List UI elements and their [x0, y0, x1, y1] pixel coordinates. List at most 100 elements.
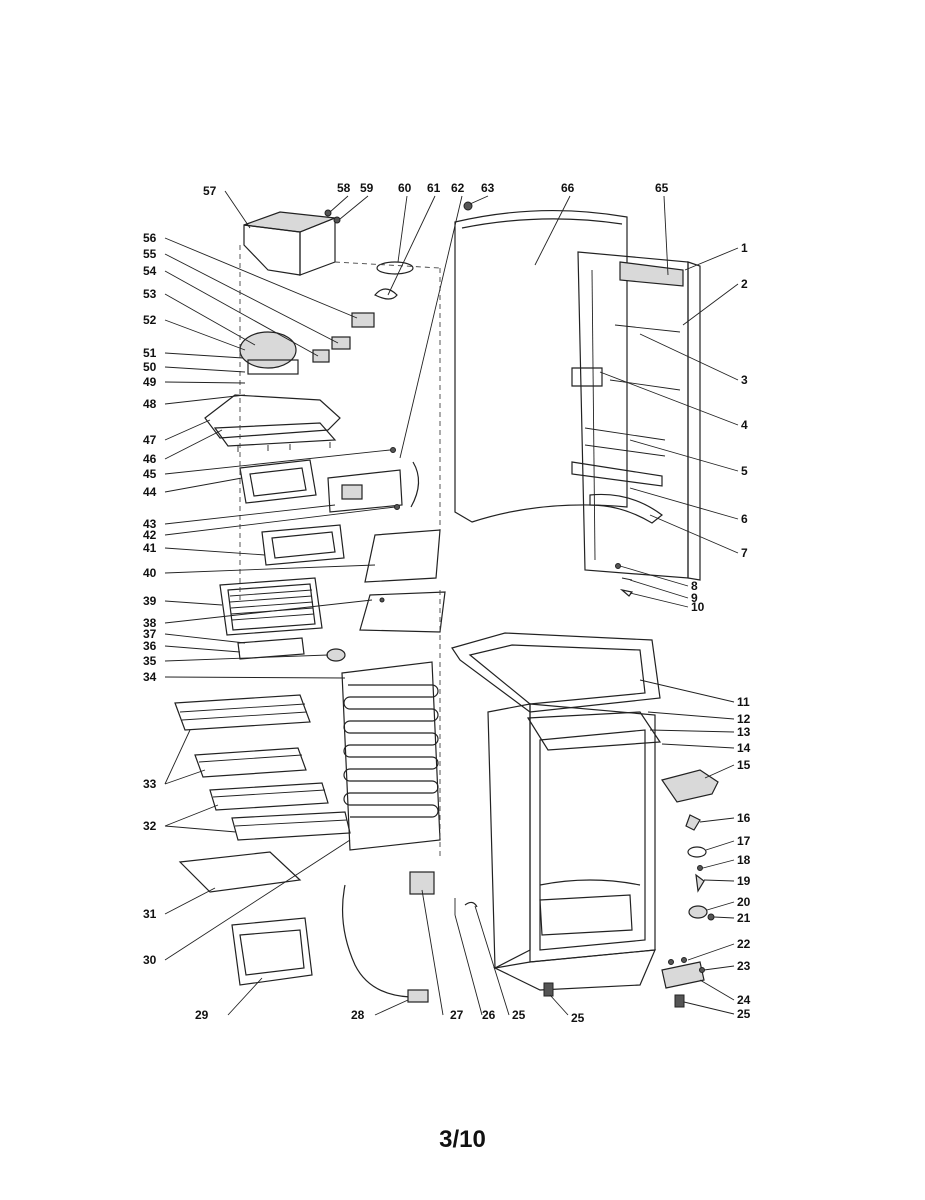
- part-crisper-cover: [178, 851, 302, 893]
- part-thermostat-box: [327, 447, 403, 513]
- callout-8: 8: [691, 579, 698, 593]
- part-compressor: [239, 331, 299, 375]
- callout-3: 3: [741, 373, 748, 387]
- callout-35: 34: [143, 670, 157, 684]
- callout-5: 5: [741, 464, 748, 478]
- callout-52: 51: [143, 346, 157, 360]
- callout-53: 52: [143, 313, 157, 327]
- part-small-clips: [454, 898, 478, 915]
- callout-29: 28: [351, 1008, 365, 1022]
- callout-19: 19: [737, 874, 751, 888]
- callout-54: 53: [143, 287, 157, 301]
- part-cabinet: [454, 209, 628, 523]
- callout-4: 4: [741, 418, 748, 432]
- callout-50: 49: [143, 375, 157, 389]
- page-number: 3/10: [439, 1126, 486, 1153]
- callout-24: 24: [737, 993, 751, 1007]
- part-top-cover: [243, 211, 336, 276]
- callout-63: 62: [451, 181, 465, 195]
- callout-62: 61: [427, 181, 441, 195]
- callout-21: 21: [737, 911, 751, 925]
- exploded-dashed-guides: [239, 245, 441, 860]
- callout-2: 2: [741, 277, 748, 291]
- callout-36: 35: [143, 654, 157, 668]
- part-crisper-drawer: [231, 917, 313, 986]
- part-lamp-cover: [261, 524, 345, 566]
- callout-37: 36: [143, 639, 157, 653]
- callout-33: 32: [143, 819, 157, 833]
- part-top-panel: [451, 632, 661, 713]
- callout-25-foot: 25: [571, 1011, 585, 1025]
- callout-20: 20: [737, 895, 751, 909]
- callout-45: 44: [143, 485, 157, 499]
- callout-43: 42: [143, 528, 157, 542]
- callout-13: 13: [737, 725, 751, 739]
- callout-15: 15: [737, 758, 751, 772]
- part-divider-plate: [364, 529, 441, 583]
- callout-26: 25: [512, 1008, 526, 1022]
- callout-51: 50: [143, 360, 157, 374]
- callout-12: 12: [737, 712, 751, 726]
- callout-44: 43: [143, 517, 157, 531]
- callout-39: 38: [143, 616, 157, 630]
- part-screws-top: [324, 209, 341, 224]
- callout-9: 9: [691, 591, 698, 605]
- callout-17: 17: [737, 834, 751, 848]
- part-hinge-small: [615, 563, 634, 597]
- callout-11: 11: [737, 695, 750, 709]
- callout-25-hinge-foot: 25: [737, 1007, 751, 1021]
- callout-57: 56: [143, 231, 157, 245]
- part-foot-right: [674, 994, 685, 1008]
- callout-27: 26: [482, 1008, 496, 1022]
- part-freezer-door: [219, 577, 323, 636]
- callout-34: 33: [143, 777, 157, 791]
- part-base-plate: [204, 394, 341, 452]
- part-wire-arc: [410, 461, 420, 508]
- leader-lines: [164, 190, 739, 1016]
- callout-16: 16: [737, 811, 751, 825]
- callout-38: 37: [143, 627, 157, 641]
- part-drip-lip: [237, 637, 305, 660]
- callout-6: 6: [741, 512, 748, 526]
- part-power-cord: [341, 884, 429, 1003]
- callout-labels: 57 58 59 60 61 62 63 66 65 56 55 54 53 5…: [143, 181, 751, 1025]
- callout-61: 60: [398, 181, 412, 195]
- callout-18: 18: [737, 853, 751, 867]
- callout-32: 31: [143, 907, 157, 921]
- callout-1: 1: [741, 241, 748, 255]
- callout-10: 10: [691, 600, 705, 614]
- callout-23: 23: [737, 959, 751, 973]
- part-drip-tray: [239, 459, 317, 504]
- callout-14: 14: [737, 741, 751, 755]
- part-foot-left: [543, 982, 554, 997]
- callout-56: 55: [143, 247, 157, 261]
- callout-30: 29: [195, 1008, 209, 1022]
- part-shelves: [174, 694, 351, 841]
- part-relay: [409, 871, 435, 895]
- callout-55: 54: [143, 264, 157, 278]
- callout-42: 41: [143, 541, 157, 555]
- callout-64: 63: [481, 181, 495, 195]
- callout-46: 45: [143, 467, 157, 481]
- callout-49: 48: [143, 397, 157, 411]
- callout-65: 65: [655, 181, 669, 195]
- part-clips: [374, 261, 414, 300]
- part-condenser: [341, 661, 441, 851]
- callout-41: 40: [143, 566, 157, 580]
- callout-28: 27: [450, 1008, 464, 1022]
- callout-66: 66: [561, 181, 575, 195]
- callout-59: 58: [337, 181, 351, 195]
- callout-60: 59: [360, 181, 374, 195]
- callout-22: 22: [737, 937, 751, 951]
- callout-48: 47: [143, 433, 157, 447]
- part-door: [571, 251, 701, 581]
- part-hinge-assembly: [685, 814, 715, 921]
- part-evaporator-plate: [359, 591, 446, 633]
- part-bottom-hinge: [661, 957, 705, 989]
- part-terminal-blocks: [312, 312, 375, 363]
- part-inner-cabinet: [487, 703, 656, 991]
- callout-7: 7: [741, 546, 748, 560]
- callout-47: 46: [143, 452, 157, 466]
- callout-40: 39: [143, 594, 157, 608]
